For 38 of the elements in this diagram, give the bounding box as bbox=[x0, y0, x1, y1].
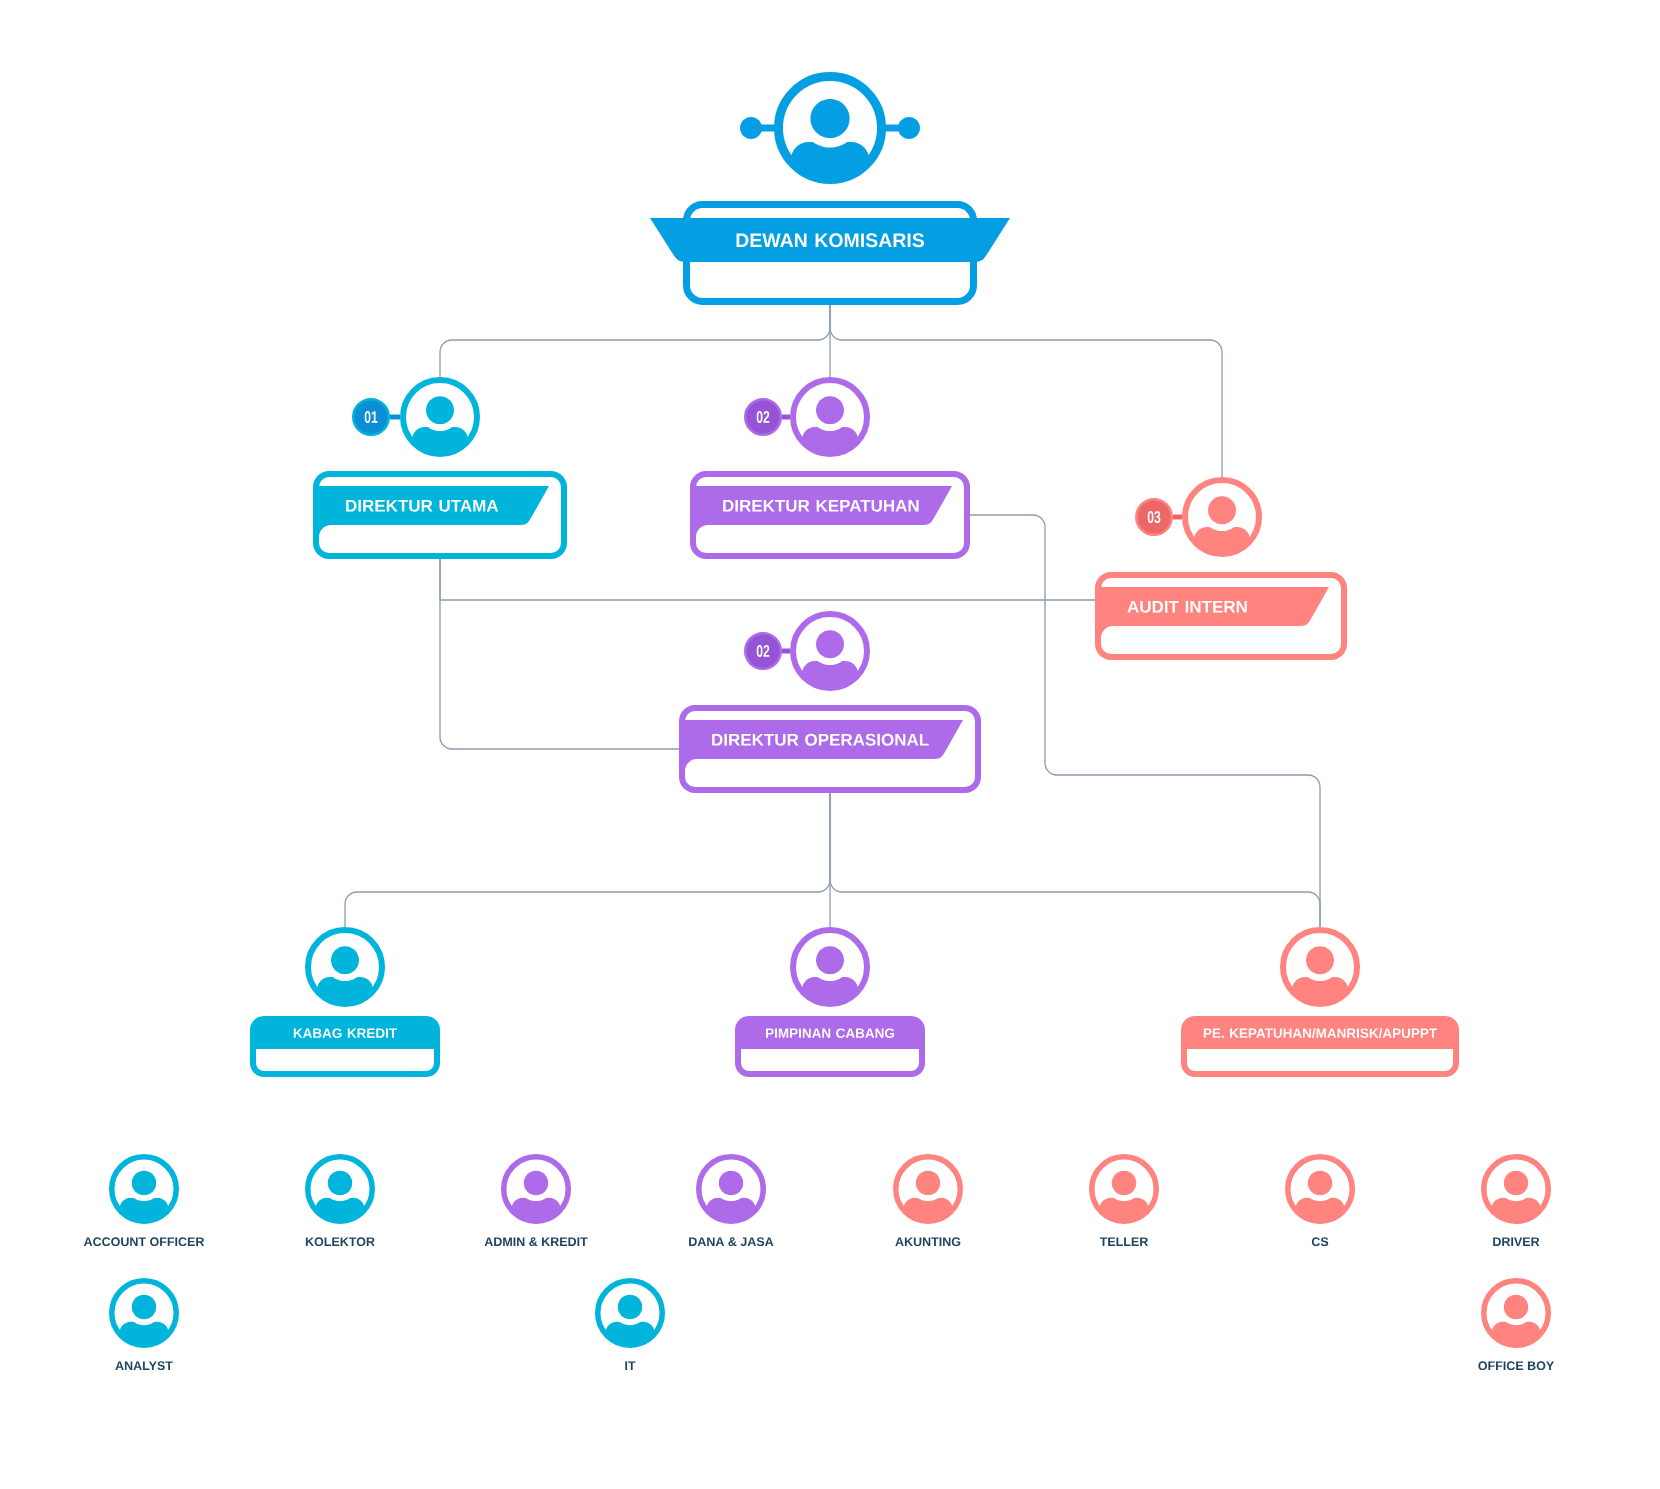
person-icon bbox=[740, 72, 920, 184]
connector-line bbox=[390, 414, 400, 420]
role-label: DANA & JASA bbox=[689, 1237, 774, 1247]
role-label: ACCOUNT OFFICER bbox=[83, 1237, 205, 1247]
title-box: DEWAN KOMISARIS bbox=[650, 201, 1010, 305]
person-icon bbox=[1280, 927, 1360, 1007]
connector-line bbox=[782, 414, 790, 420]
person-icon bbox=[1182, 477, 1262, 557]
title-box: KABAG KREDIT bbox=[250, 1016, 440, 1077]
person-icon bbox=[790, 927, 870, 1007]
number-badge: 02 bbox=[744, 632, 782, 670]
role-label: ANALYST bbox=[115, 1361, 173, 1371]
role-label: AKUNTING bbox=[895, 1237, 961, 1247]
role-label: TELLER bbox=[1099, 1237, 1149, 1246]
role-label: IT bbox=[625, 1361, 636, 1370]
number-badge: 03 bbox=[1135, 498, 1173, 536]
connector-line bbox=[829, 792, 1321, 928]
role-label: DRIVER bbox=[1493, 1237, 1540, 1246]
connector-line bbox=[1173, 514, 1182, 520]
person-icon bbox=[400, 377, 480, 457]
number-badge: 02 bbox=[744, 398, 782, 436]
person-icon bbox=[305, 927, 385, 1007]
title-box: PIMPINAN CABANG bbox=[735, 1016, 925, 1077]
person-icon bbox=[790, 611, 870, 691]
title-box: DIREKTUR KEPATUHAN bbox=[690, 471, 970, 559]
title-box: DIREKTUR UTAMA bbox=[313, 471, 567, 559]
title-box: AUDIT INTERN bbox=[1095, 572, 1347, 660]
role-label: KOLEKTOR bbox=[305, 1237, 375, 1247]
role-label: ADMIN & KREDIT bbox=[484, 1237, 588, 1247]
person-icon bbox=[790, 377, 870, 457]
role-label: CS bbox=[1311, 1237, 1329, 1247]
role-label: OFFICE BOY bbox=[1478, 1361, 1554, 1371]
number-badge: 01 bbox=[352, 398, 390, 436]
connector-line bbox=[439, 558, 1096, 601]
title-box: PE. KEPATUHAN/MANRISK/APUPPT bbox=[1181, 1016, 1459, 1077]
title-box: DIREKTUR OPERASIONAL bbox=[679, 705, 981, 793]
connector-line bbox=[829, 304, 1223, 478]
connector-line bbox=[782, 648, 790, 654]
